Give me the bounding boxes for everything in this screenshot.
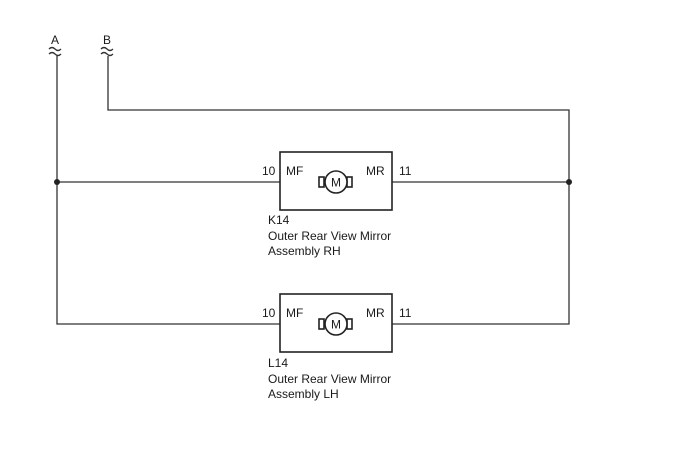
- motor-icon: M: [318, 312, 353, 336]
- wire-a: [56, 56, 280, 325]
- right-pin-number: 11: [399, 306, 412, 320]
- left-pin-number: 10: [262, 306, 276, 320]
- component-k14: 10 MF MR 11 M K14 Outer Rear View Mirror…: [262, 151, 412, 258]
- motor-icon: M: [318, 170, 353, 194]
- terminal-a-break-mark-2: [48, 51, 62, 57]
- component-l14: 10 MF MR 11 M L14 Outer Rear View Mirror…: [262, 293, 412, 401]
- left-pin-label: MF: [286, 164, 303, 178]
- component-code: L14: [268, 356, 288, 370]
- component-name-line1: Outer Rear View Mirror: [268, 372, 391, 386]
- left-pin-number: 10: [262, 164, 276, 178]
- terminal-a-break-mark: [48, 46, 62, 52]
- component-code: K14: [268, 213, 290, 227]
- motor-symbol: M: [331, 176, 341, 190]
- right-pin-label: MR: [366, 164, 385, 178]
- terminal-b-break-mark-2: [100, 51, 114, 57]
- wire-b: [107, 56, 570, 325]
- terminal-b-label: B: [103, 33, 111, 47]
- junction-dot-b: [566, 179, 572, 185]
- motor-symbol: M: [331, 318, 341, 332]
- left-pin-label: MF: [286, 306, 303, 320]
- component-name-line2: Assembly RH: [268, 244, 341, 258]
- terminal-a-label: A: [51, 33, 59, 47]
- right-pin-label: MR: [366, 306, 385, 320]
- component-name-line2: Assembly LH: [268, 387, 339, 401]
- terminal-b-break-mark: [100, 46, 114, 52]
- right-pin-number: 11: [399, 164, 412, 178]
- junction-dot-a: [54, 179, 60, 185]
- component-name-line1: Outer Rear View Mirror: [268, 229, 391, 243]
